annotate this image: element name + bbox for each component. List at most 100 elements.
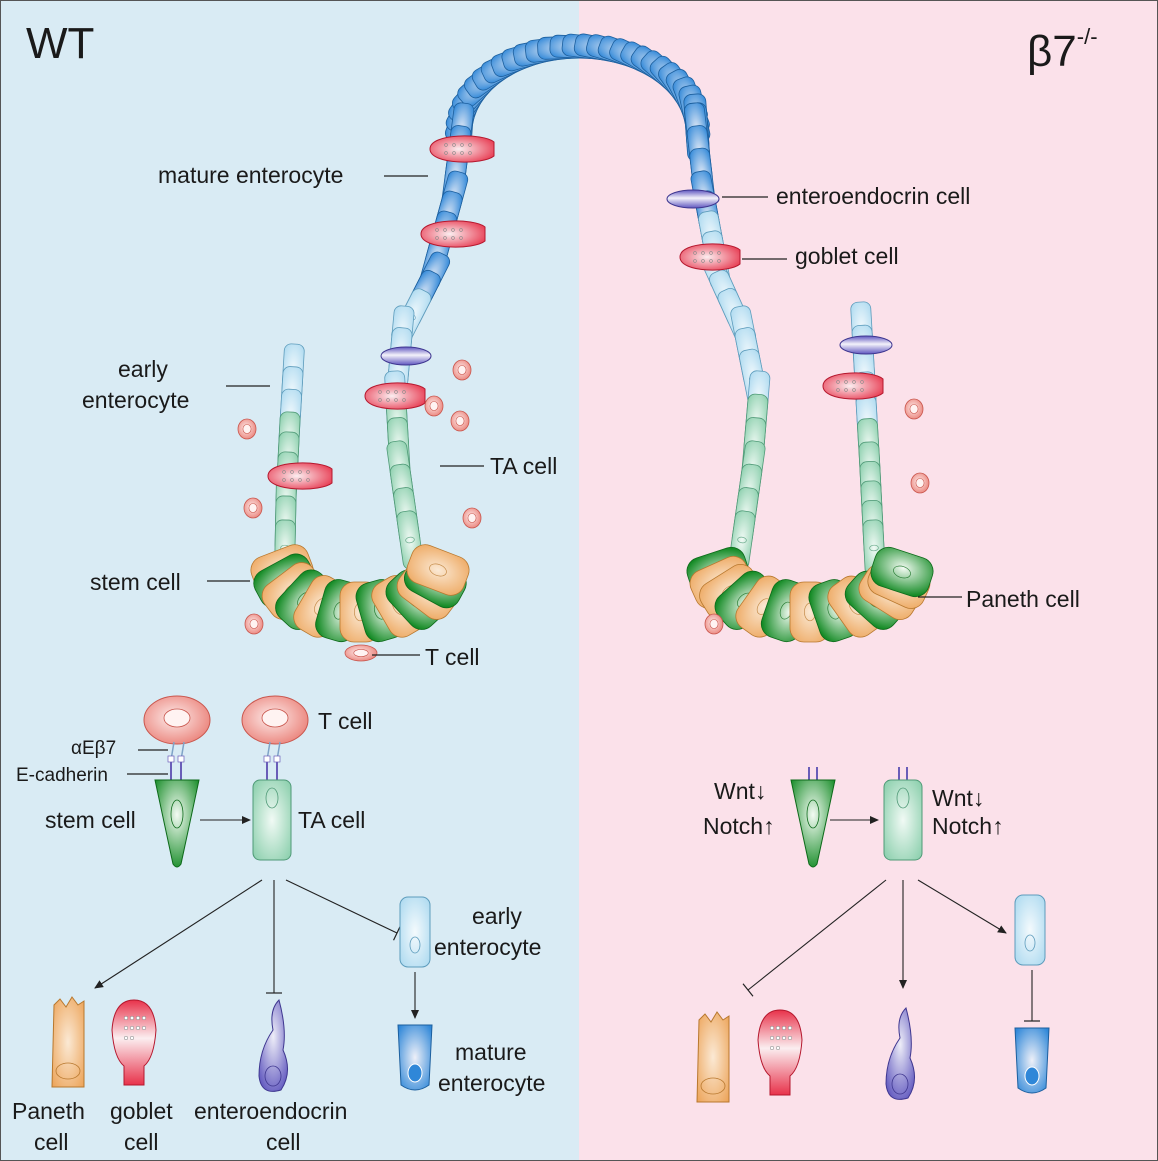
ko-t-cell-1-nucleus (915, 478, 925, 488)
wt-scheme-goblet-drawing-granule-2 (135, 1015, 141, 1021)
wt-inhibit-to-early-bar (393, 925, 401, 941)
ko-title: β7-/- (1027, 24, 1098, 76)
wt-goblet-cell-4-granule-6 (298, 478, 302, 482)
wt-scheme-ta-cell-drawing (252, 779, 292, 861)
wt-goblet-cell-4-body (267, 462, 333, 490)
ko-goblet-cell-1-granule-6 (709, 259, 713, 263)
ko-scheme-goblet-drawing-granule-4 (769, 1035, 775, 1041)
wt-scheme-eec-drawing-body (258, 999, 288, 1092)
wt-t-cell-5-nucleus (248, 503, 258, 513)
ko-goblet-cell-1-granule-3 (717, 251, 721, 255)
ko-t-cell-0 (904, 398, 924, 420)
wt-scheme-paneth-1: Paneth (12, 1098, 85, 1124)
wt-scheme-stem-cell-drawing (154, 779, 200, 868)
ko-notch-left: Notch↑ (703, 813, 775, 839)
wt-scheme-adhesion-left-junction-1 (177, 755, 185, 763)
ko-scheme-goblet-drawing-granule-5 (775, 1035, 781, 1041)
wt-t-cell-6-nucleus (249, 619, 259, 629)
wt-t-cell-4 (237, 418, 257, 440)
wt-scheme-cadherin: E-cadherin (16, 765, 108, 786)
wt-t-cell-labeled (344, 644, 378, 662)
wt-goblet-cell-2-granule-2 (451, 228, 455, 232)
ko-goblet-cell-1-granule-4 (693, 259, 697, 263)
wt-scheme-goblet-drawing-granule-3 (141, 1015, 147, 1021)
wt-scheme-mature-enterocyte-drawing (397, 1024, 433, 1091)
wt-scheme-early-enterocyte-drawing (399, 896, 431, 968)
wt-goblet-cell-1-granule-6 (460, 151, 464, 155)
ko-goblet-cell-2-body (822, 372, 884, 400)
wt-scheme-paneth-drawing-body (51, 996, 85, 1088)
ko-scheme-goblet-drawing-granule-6 (781, 1035, 787, 1041)
wt-goblet-cell-2 (420, 220, 486, 248)
ko-goblet-cell-1-granule-7 (717, 259, 721, 263)
wt-scheme-goblet-1: goblet (110, 1098, 173, 1124)
wt-scheme-goblet-drawing-granule-7 (141, 1025, 147, 1031)
wt-scheme-adhesion-left (167, 741, 185, 780)
wt-goblet-cell-1-granule-0 (444, 143, 448, 147)
ko-scheme-stem-cell-drawing (790, 779, 836, 868)
wt-villus-cell-19-nucleus (405, 536, 415, 544)
wt-scheme-goblet-drawing-granule-0 (123, 1015, 129, 1021)
wt-goblet-cell-3-granule-1 (386, 390, 390, 394)
wt-scheme-goblet-drawing-granule-4 (123, 1025, 129, 1031)
ko-goblet-cell-2-granule-6 (852, 388, 856, 392)
wt-scheme-goblet-drawing-granule-8 (123, 1035, 129, 1041)
ko-notch-right: Notch↑ (932, 813, 1004, 839)
wt-crypt-base-cell-12-body (406, 544, 470, 596)
label-early-enterocyte-2: enterocyte (82, 387, 189, 413)
wt-scheme-paneth-drawing-nucleus (55, 1062, 81, 1080)
wt-t-cell-1-nucleus (429, 401, 439, 411)
wt-t-cell-3-nucleus (467, 513, 477, 523)
ko-crypt-base-cell-12-nucleus (893, 565, 911, 579)
ko-crypt-base-cell-12-body (870, 546, 934, 598)
wt-goblet-cell-3-granule-7 (402, 398, 406, 402)
ko-goblet-cell-2-granule-3 (860, 380, 864, 384)
ko-goblet-cell-2 (822, 372, 884, 400)
ko-goblet-cell-2-granule-2 (852, 380, 856, 384)
wt-t-cell-0-nucleus (457, 365, 467, 375)
wt-scheme-ta-cell: TA cell (298, 807, 365, 833)
wt-t-cell-5 (243, 497, 263, 519)
wt-scheme-eec-drawing (258, 999, 288, 1092)
wt-goblet-cell-4-granule-7 (306, 478, 310, 482)
ko-enteroendocrine-cell-2 (839, 335, 893, 355)
wt-goblet-cell-3-granule-6 (394, 398, 398, 402)
wt-goblet-cell-4 (267, 462, 333, 490)
wt-goblet-cell-2-granule-5 (443, 236, 447, 240)
wt-goblet-cell-4-granule-3 (306, 470, 310, 474)
label-t-cell: T cell (425, 644, 480, 670)
wt-goblet-cell-2-granule-7 (459, 236, 463, 240)
crypt-villus-epithelium (250, 33, 934, 643)
wt-scheme-mature-2: enterocyte (438, 1070, 545, 1096)
ko-inhibit-to-paneth-goblet-bar (742, 983, 754, 997)
label-goblet: goblet cell (795, 243, 899, 269)
label-ta-cell: TA cell (490, 453, 557, 479)
ko-goblet-cell-2-granule-1 (844, 380, 848, 384)
wt-title: WT (26, 19, 94, 68)
wt-goblet-cell-3 (364, 382, 426, 410)
ko-goblet-cell-2-granule-7 (860, 388, 864, 392)
differentiation-schemes (51, 695, 1050, 1103)
wt-goblet-cell-3-granule-2 (394, 390, 398, 394)
ko-goblet-cell-1-granule-2 (709, 251, 713, 255)
wt-goblet-cell-2-body (420, 220, 486, 248)
ko-t-cell-1 (910, 472, 930, 494)
ko-crypt-wall-cell-10-nucleus (869, 544, 879, 552)
ko-scheme-goblet-drawing-granule-3 (787, 1025, 793, 1031)
label-paneth: Paneth cell (966, 586, 1080, 612)
wt-t-cell-0 (452, 359, 472, 381)
wt-crypt-base-cell-12-nucleus (429, 563, 447, 577)
ko-scheme-early-enterocyte-drawing-body (1014, 894, 1046, 966)
wt-t-cell-labeled-nucleus (353, 649, 369, 657)
ko-scheme-goblet-drawing-granule-2 (781, 1025, 787, 1031)
ko-inhibit-to-paneth-goblet-shaft (747, 879, 887, 991)
ko-inhibit-to-paneth-goblet (742, 879, 887, 997)
wt-scheme-paneth-2: cell (34, 1129, 69, 1155)
wt-t-cell-2 (450, 410, 470, 432)
wt-scheme-paneth-drawing (51, 996, 85, 1088)
wt-scheme-t-cell-left-nucleus (163, 708, 191, 728)
ko-wnt-right: Wnt↓ (932, 785, 984, 811)
wt-scheme-early-2: enterocyte (434, 934, 541, 960)
wt-scheme-stem-cell: stem cell (45, 807, 136, 833)
